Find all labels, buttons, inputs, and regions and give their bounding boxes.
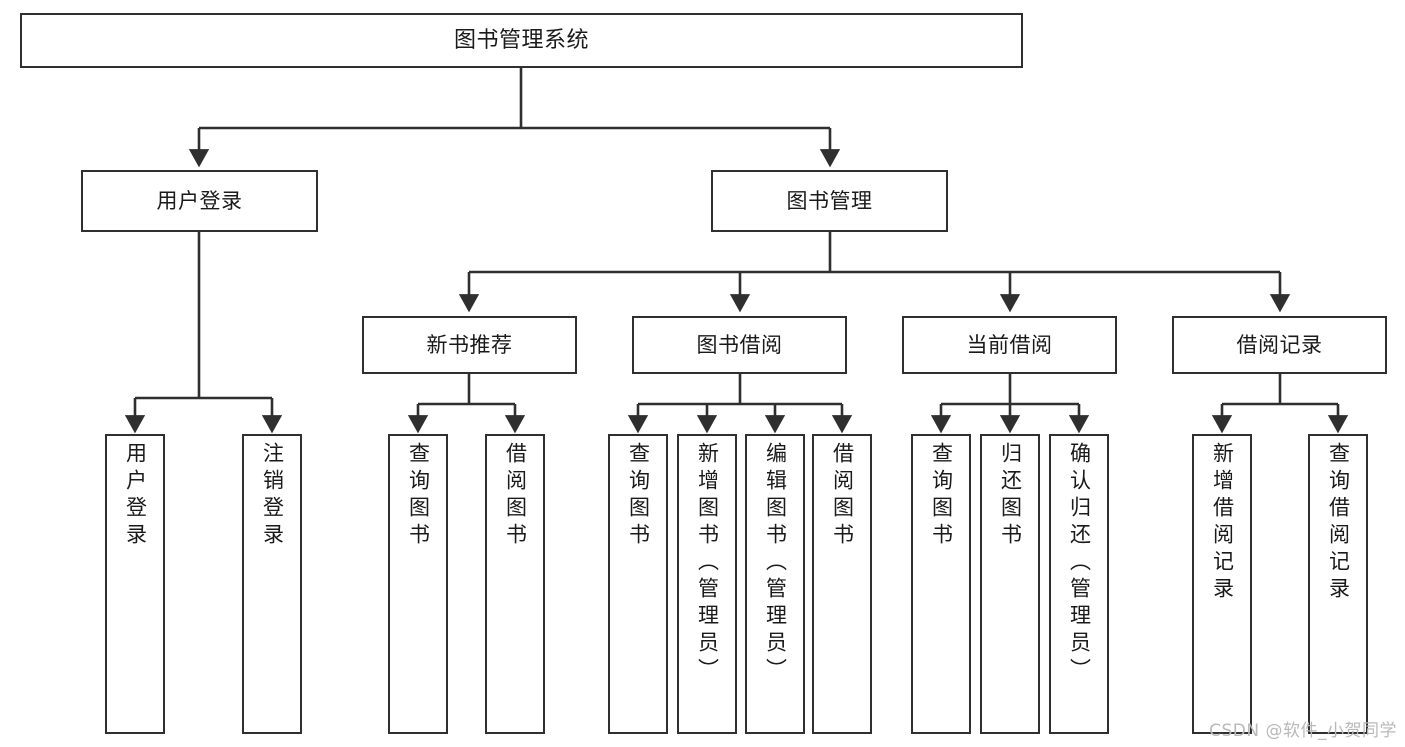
leaf-edit-book-admin[interactable]: 编辑图书（管理员）	[745, 434, 805, 734]
node-label: 用户登录	[156, 188, 243, 213]
node-new-book-recommend[interactable]: 新书推荐	[362, 316, 577, 374]
csdn-watermark: CSDN @软件_小贺同学	[1209, 721, 1397, 741]
node-label: 新书推荐	[426, 332, 513, 357]
node-label: 查询图书	[929, 442, 954, 550]
node-label: 新增借阅记录	[1210, 442, 1235, 604]
node-book-borrow[interactable]: 图书借阅	[632, 316, 847, 374]
node-label: 图书管理	[786, 188, 873, 213]
node-borrow-record[interactable]: 借阅记录	[1172, 316, 1387, 374]
node-label: 新增图书（管理员）	[695, 442, 720, 685]
leaf-borrow-book[interactable]: 借阅图书	[812, 434, 872, 734]
node-label: 注销登录	[260, 442, 285, 550]
node-label: 确认归还（管理员）	[1067, 442, 1092, 685]
leaf-query-book-recommend[interactable]: 查询图书	[388, 434, 448, 734]
node-user-login[interactable]: 用户登录	[81, 170, 318, 232]
leaf-borrow-book-recommend[interactable]: 借阅图书	[485, 434, 545, 734]
node-label: 图书管理系统	[453, 27, 589, 53]
leaf-logout[interactable]: 注销登录	[242, 434, 302, 734]
node-root-system[interactable]: 图书管理系统	[20, 13, 1023, 68]
node-current-borrow[interactable]: 当前借阅	[902, 316, 1117, 374]
node-label: 图书借阅	[696, 332, 783, 357]
leaf-query-borrow-record[interactable]: 查询借阅记录	[1308, 434, 1368, 734]
node-book-management[interactable]: 图书管理	[711, 170, 948, 232]
node-label: 用户登录	[123, 442, 148, 550]
node-label: 查询图书	[626, 442, 651, 550]
node-label: 归还图书	[998, 442, 1023, 550]
node-label: 当前借阅	[966, 332, 1053, 357]
leaf-add-book-admin[interactable]: 新增图书（管理员）	[677, 434, 737, 734]
leaf-query-book-current[interactable]: 查询图书	[911, 434, 971, 734]
leaf-user-login[interactable]: 用户登录	[105, 434, 165, 734]
leaf-add-borrow-record[interactable]: 新增借阅记录	[1192, 434, 1252, 734]
node-label: 编辑图书（管理员）	[763, 442, 788, 685]
node-label: 借阅图书	[830, 442, 855, 550]
leaf-confirm-return-admin[interactable]: 确认归还（管理员）	[1049, 434, 1109, 734]
node-label: 查询借阅记录	[1326, 442, 1351, 604]
node-label: 借阅图书	[503, 442, 528, 550]
node-label: 借阅记录	[1236, 332, 1323, 357]
leaf-query-book-borrow[interactable]: 查询图书	[608, 434, 668, 734]
node-label: 查询图书	[406, 442, 431, 550]
leaf-return-book[interactable]: 归还图书	[980, 434, 1040, 734]
